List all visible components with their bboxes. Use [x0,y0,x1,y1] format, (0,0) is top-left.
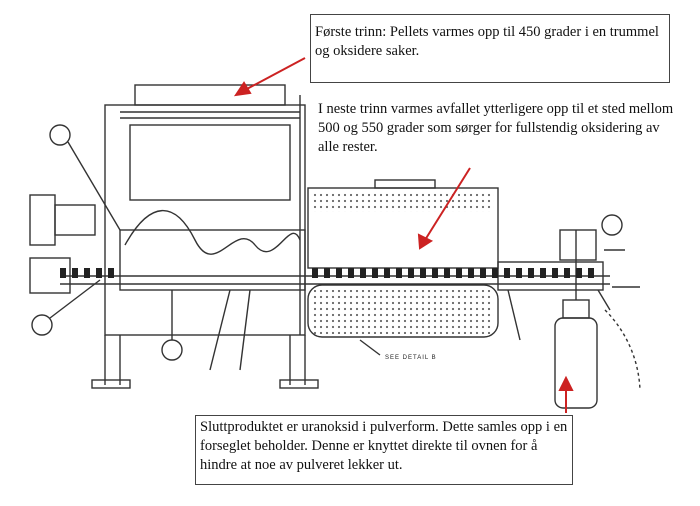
callout-final-product: Sluttproduktet er uranoksid i pulverform… [195,415,573,485]
screw-conveyor [60,268,600,278]
motor-upper [29,194,56,246]
marker-c [161,339,183,361]
kiln-dot-pattern [312,192,494,334]
callout-second-stage: I neste trinn varmes avfallet ytterliger… [318,101,674,155]
product-flask [554,317,598,409]
hopper [129,124,291,201]
marker-b [31,314,53,336]
top-cover [134,84,286,106]
callout-first-stage: Første trinn: Pellets varmes opp til 450… [310,14,670,83]
marker-d [601,214,623,236]
arrow-second-stage [424,167,471,241]
auger-profile [124,209,301,255]
detail-label: SEE DETAIL B [385,355,437,361]
first-stage-frame [104,104,306,336]
arrow-first-stage [244,57,306,91]
marker-a [49,124,71,146]
